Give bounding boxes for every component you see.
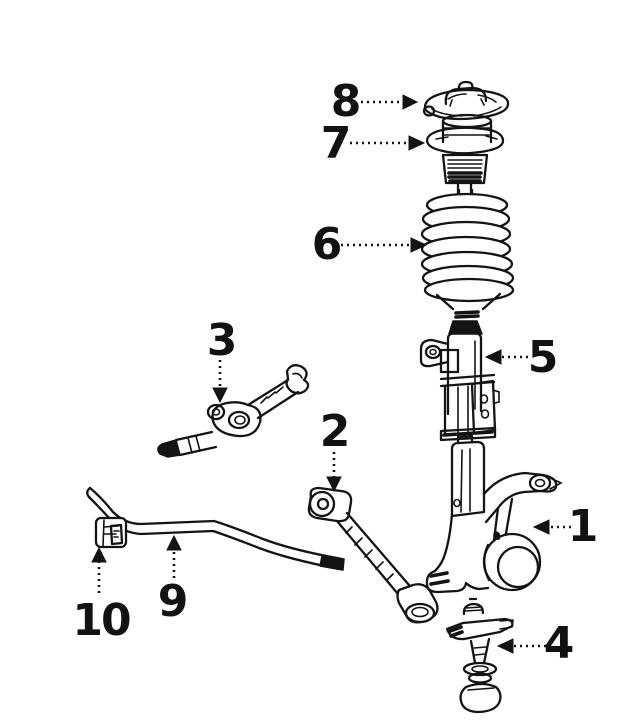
callout-10[interactable]: 10 — [72, 546, 132, 646]
callout-6[interactable]: 6 — [312, 219, 428, 270]
steering-knuckle-drawing — [425, 434, 563, 594]
strut-support-drawing — [422, 80, 510, 121]
callout-4-label[interactable]: 4 — [544, 618, 575, 669]
callout-1-arrowhead — [532, 519, 550, 535]
callout-2[interactable]: 2 — [320, 406, 351, 493]
callout-9-label[interactable]: 9 — [158, 576, 189, 627]
coil-spring-drawing — [420, 188, 515, 335]
ball-joint-boot — [459, 682, 502, 714]
callout-9[interactable]: 9 — [158, 534, 189, 627]
callout-1-label[interactable]: 1 — [568, 501, 599, 552]
callout-3-arrowhead — [212, 387, 228, 404]
strut-drawing — [419, 330, 500, 442]
callout-2-arrowhead — [326, 476, 342, 493]
callout-4[interactable]: 4 — [496, 618, 575, 669]
knuckle-arm-drawing — [157, 364, 310, 458]
callout-7[interactable]: 7 — [321, 118, 426, 169]
control-arm-end-bushing — [404, 602, 436, 624]
knuckle-arm-bore — [227, 410, 251, 430]
control-arm-bushing — [308, 490, 336, 518]
callout-5-arrowhead — [484, 349, 502, 365]
callout-5[interactable]: 5 — [484, 332, 559, 383]
strut-bracket-eye — [424, 344, 442, 360]
knuckle-arm-stud-tip — [157, 439, 181, 458]
callout-10-arrowhead — [91, 546, 107, 563]
callout-7-arrowhead — [408, 135, 426, 151]
callout-5-label[interactable]: 5 — [528, 332, 559, 383]
callout-1[interactable]: 1 — [532, 501, 599, 552]
spring-seat-drawing — [425, 113, 505, 201]
callout-2-label[interactable]: 2 — [320, 406, 351, 457]
callout-4-arrowhead — [496, 638, 514, 654]
callout-10-label[interactable]: 10 — [72, 595, 132, 646]
callout-6-arrowhead — [410, 237, 428, 253]
callout-8-arrowhead — [402, 94, 419, 110]
callout-6-label[interactable]: 6 — [312, 219, 343, 270]
callout-3-label[interactable]: 3 — [207, 315, 238, 366]
stabilizer-bar-end-tip — [319, 555, 345, 571]
callout-9-arrowhead — [166, 534, 182, 551]
stabilizer-bar-drawing — [86, 486, 345, 571]
ball-joint-drawing — [445, 597, 514, 714]
callout-8[interactable]: 8 — [331, 76, 419, 127]
callout-3[interactable]: 3 — [207, 315, 238, 404]
strut-bumper — [448, 320, 483, 335]
callout-7-label[interactable]: 7 — [321, 118, 352, 169]
stabilizer-bushing-drawing — [94, 516, 128, 549]
control-arm-drawing — [307, 486, 439, 624]
callout-8-label[interactable]: 8 — [331, 76, 362, 127]
